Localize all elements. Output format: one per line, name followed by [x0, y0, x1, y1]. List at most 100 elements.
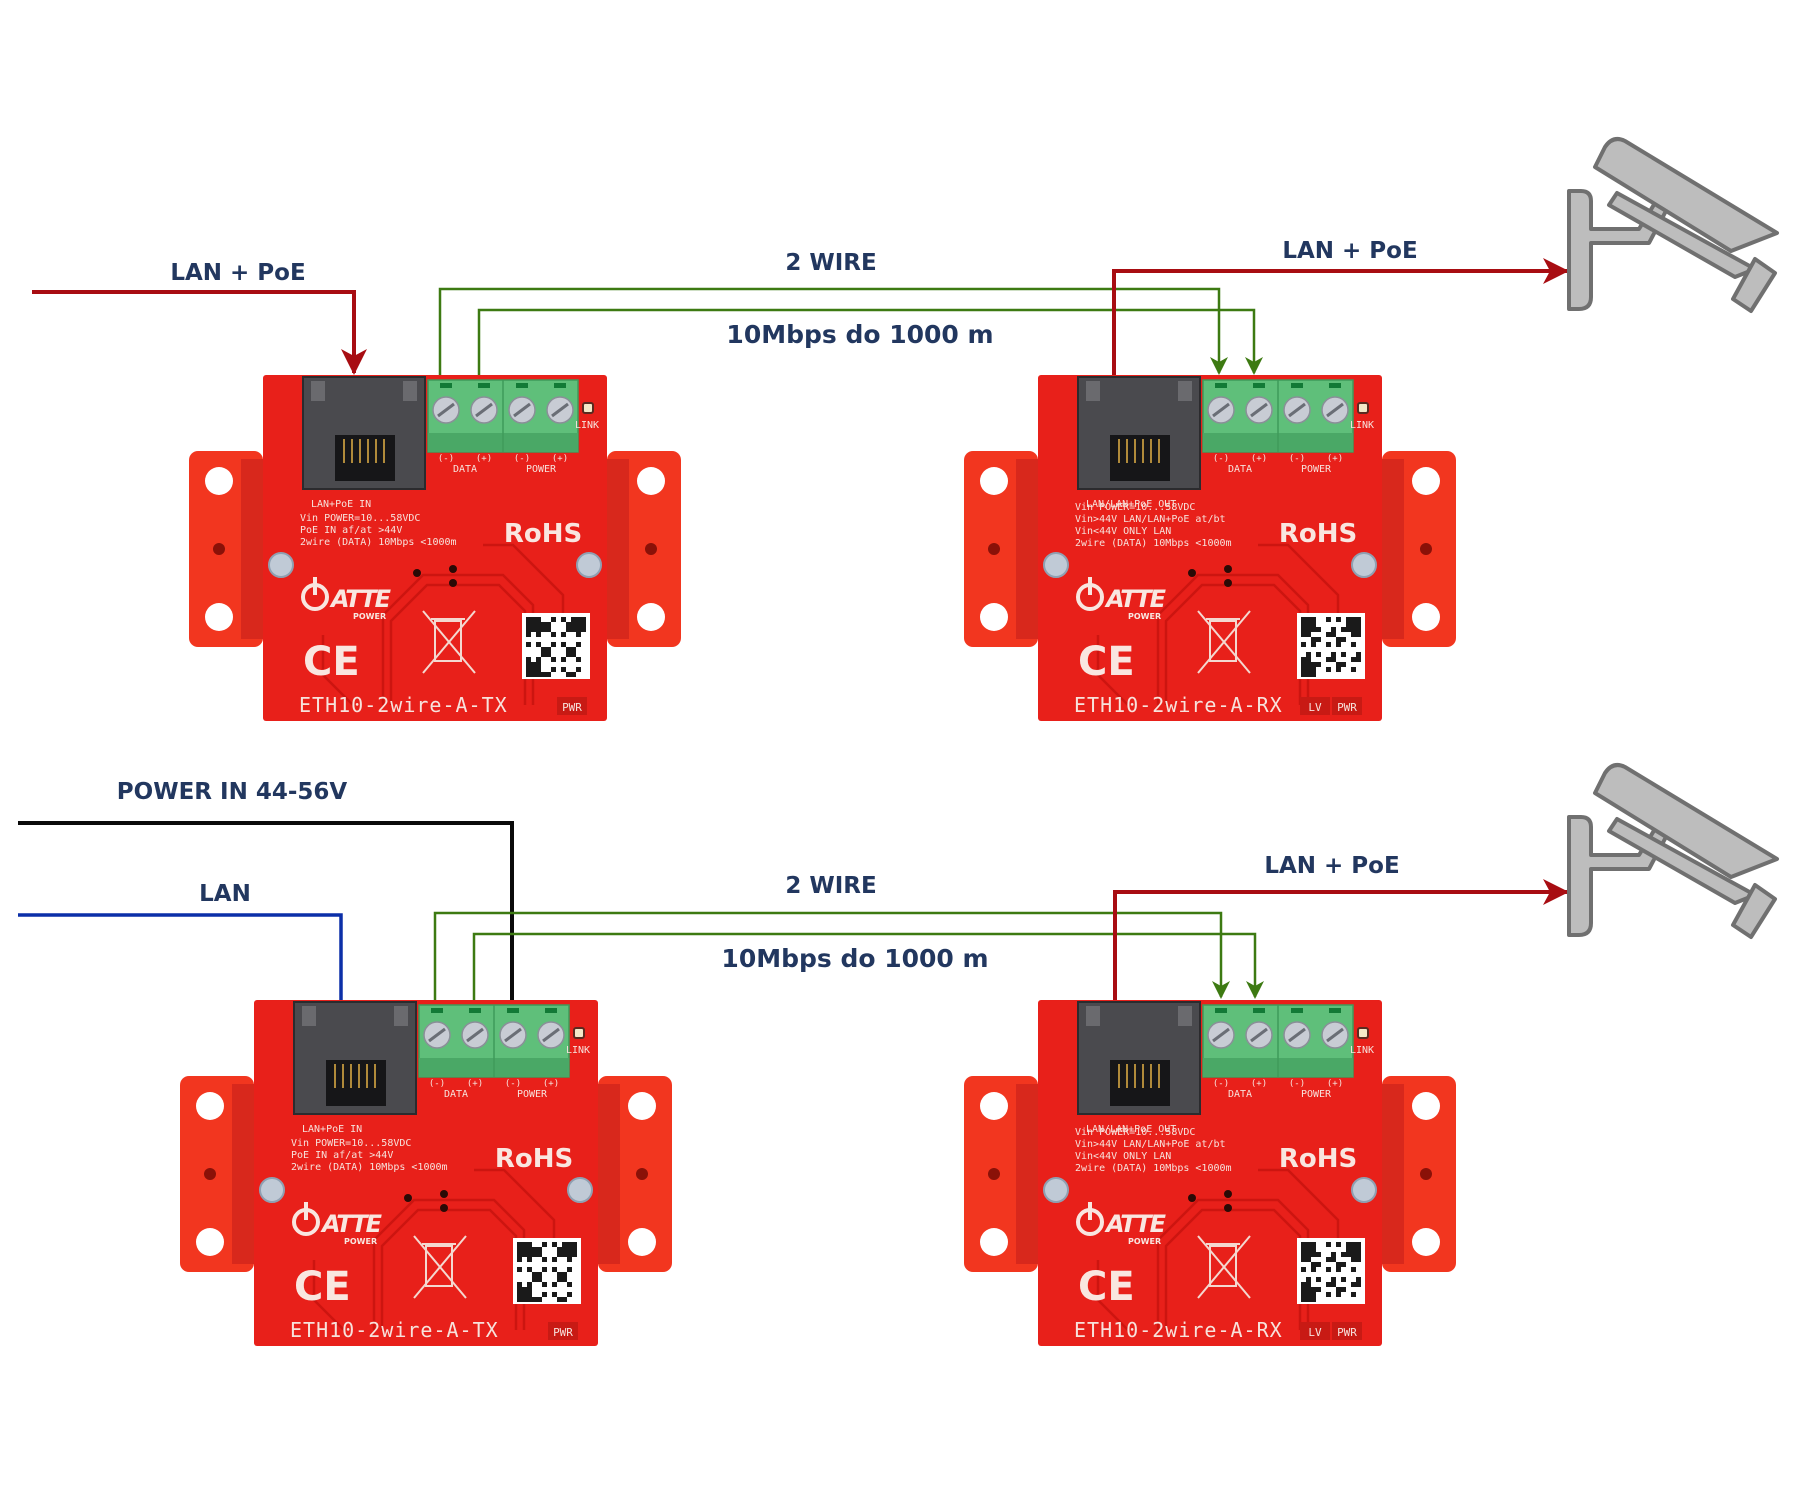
qr-module — [562, 1297, 567, 1302]
qr-module — [551, 667, 556, 672]
qr-module — [517, 1287, 522, 1292]
qr-module — [1351, 642, 1356, 647]
model-name: ETH10-2wire-A-TX — [299, 693, 508, 717]
qr-module — [1341, 662, 1346, 667]
mounting-hole — [980, 467, 1008, 495]
mounting-dimple — [636, 1168, 648, 1180]
terminal-group-label: DATA — [453, 464, 477, 475]
link-led — [1357, 1027, 1369, 1039]
qr-module — [1336, 637, 1341, 642]
qr-module — [571, 672, 576, 677]
qr-module — [522, 1297, 527, 1302]
rj45-pin — [367, 439, 369, 463]
terminal-polarity-label: (+) — [1251, 454, 1267, 464]
qr-module — [1301, 662, 1306, 667]
qr-module — [1316, 652, 1321, 657]
qr-module — [1306, 672, 1311, 677]
via — [1224, 579, 1232, 587]
qr-module — [526, 662, 531, 667]
flange-rib — [232, 1084, 254, 1264]
qr-code — [522, 613, 590, 679]
rj45-pin — [1158, 1064, 1160, 1088]
wire-slot — [469, 1008, 481, 1013]
qr-module — [1326, 1282, 1331, 1287]
qr-module — [552, 1257, 557, 1262]
qr-module — [557, 1247, 562, 1252]
qr-module — [522, 1287, 527, 1292]
qr-module — [1306, 1247, 1311, 1252]
qr-module — [527, 1297, 532, 1302]
terminal-polarity-label: (+) — [1327, 454, 1343, 464]
mounting-hole — [980, 603, 1008, 631]
qr-module — [1336, 1287, 1341, 1292]
trace — [483, 543, 565, 615]
top-wire-label: 2 WIRE — [785, 250, 876, 276]
qr-module — [526, 672, 531, 677]
screw-slot — [1212, 402, 1230, 418]
screw-slot — [1250, 402, 1268, 418]
wire-slot — [554, 383, 566, 388]
weee-bin-icon — [422, 610, 476, 674]
qr-module — [576, 642, 581, 647]
rj45-tab — [1086, 381, 1100, 401]
qr-module — [546, 627, 551, 632]
qr-module — [1346, 1242, 1351, 1247]
weee-bin-icon — [1197, 1235, 1251, 1299]
rohs-mark: RoHS — [504, 519, 582, 549]
qr-module — [562, 1272, 567, 1277]
via — [440, 1204, 448, 1212]
trace — [1258, 1168, 1340, 1240]
via — [449, 565, 457, 573]
qr-module — [1301, 1257, 1306, 1262]
spec-line: Vin POWER=10...58VDC — [291, 1138, 411, 1149]
mounting-dimple — [645, 543, 657, 555]
qr-module — [527, 1252, 532, 1257]
top-wires — [32, 258, 1569, 376]
qr-module — [1311, 1267, 1316, 1272]
qr-module — [546, 647, 551, 652]
qr-module — [1306, 1287, 1311, 1292]
qr-module — [531, 617, 536, 622]
logo-sub: POWER — [353, 612, 386, 621]
link-led-label: LINK — [1350, 1045, 1374, 1056]
qr-code — [1297, 613, 1365, 679]
trace — [1258, 543, 1340, 615]
qr-module — [1341, 1277, 1346, 1282]
mounting-screw — [268, 552, 294, 578]
qr-module — [542, 1242, 547, 1247]
qr-module — [576, 667, 581, 672]
trace — [312, 1260, 345, 1331]
qr-module — [567, 1282, 572, 1287]
qr-module — [532, 1297, 537, 1302]
qr-module — [536, 622, 541, 627]
via — [1224, 565, 1232, 573]
qr-module — [1306, 622, 1311, 627]
terminal-polarity-label: (+) — [1251, 1079, 1267, 1089]
mounting-hole — [637, 603, 665, 631]
rj45-pin — [1126, 1064, 1128, 1088]
rj45-pin — [334, 1064, 336, 1088]
qr-module — [1351, 1267, 1356, 1272]
qr-module — [557, 1277, 562, 1282]
qr-module — [1351, 622, 1356, 627]
rohs-mark: RoHS — [1279, 1144, 1357, 1174]
qr-module — [1311, 622, 1316, 627]
qr-module — [541, 672, 546, 677]
mounting-hole — [1412, 1092, 1440, 1120]
qr-module — [1306, 1282, 1311, 1287]
qr-module — [1356, 632, 1361, 637]
wire-slot — [440, 383, 452, 388]
qr-module — [572, 1242, 577, 1247]
qr-module — [527, 1257, 532, 1262]
qr-module — [1351, 632, 1356, 637]
qr-module — [1346, 627, 1351, 632]
terminal-group-label: POWER — [526, 464, 557, 475]
ce-mark: CE — [1078, 639, 1135, 685]
mounting-flange — [180, 1076, 672, 1272]
rj45-tab — [403, 381, 417, 401]
rohs-mark: RoHS — [1279, 519, 1357, 549]
qr-module — [542, 1282, 547, 1287]
